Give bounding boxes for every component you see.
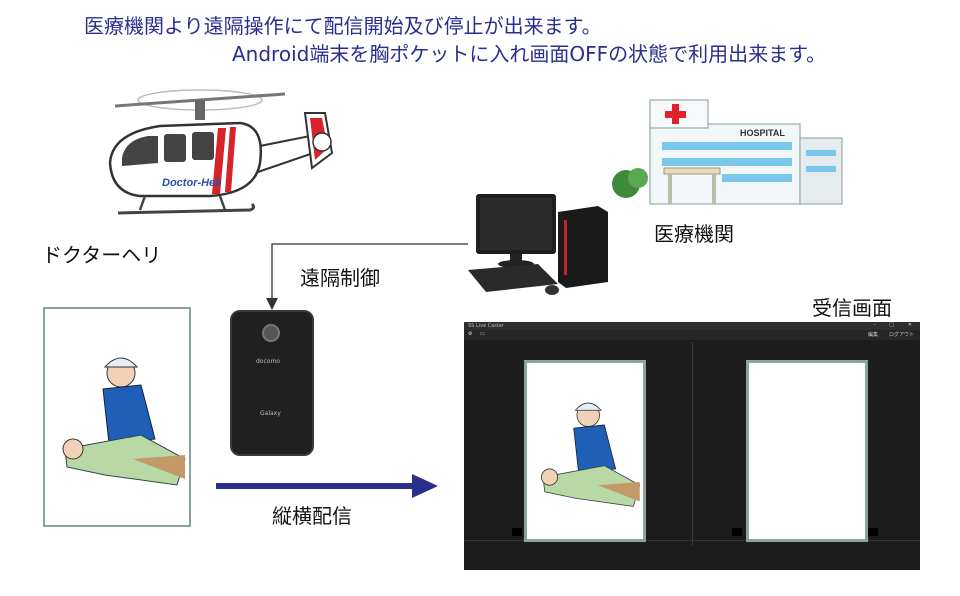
logout-menu[interactable]: ログアウト (888, 332, 914, 338)
pane-2-control-right[interactable] (868, 528, 878, 536)
stream-label: 縦横配信 (272, 504, 352, 528)
phone-model: Galaxy (260, 410, 281, 417)
doctor-cpr-illustration (62, 357, 186, 486)
bottom-divider (464, 540, 920, 541)
android-phone: docomo Galaxy (230, 310, 314, 456)
hospital-label: 医療機関 (654, 222, 734, 246)
pane-2-control-left[interactable] (732, 528, 742, 536)
video-pane-2[interactable] (746, 360, 868, 542)
camera-icon (262, 324, 280, 342)
settings-icon[interactable]: ⚙ (468, 331, 473, 337)
phone-carrier: docomo (256, 358, 280, 365)
maximize-button[interactable]: □ (889, 322, 894, 328)
hospital-sign: HOSPITAL (740, 128, 785, 138)
receiver-app-window: SS Live Caster – □ ✕ ⚙ ▭ 編集 ログアウト (464, 322, 920, 570)
window-icon[interactable]: ▭ (480, 331, 485, 337)
source-video-frame (43, 307, 191, 527)
caption-line-2: Android端末を胸ポケットに入れ画面OFFの状態で利用出来ます。 (232, 42, 827, 66)
desktop-pc-illustration (468, 194, 608, 295)
app-titlebar: SS Live Caster – □ ✕ (464, 322, 920, 330)
close-button[interactable]: ✕ (907, 322, 912, 328)
caption-line-1: 医療機関より遠隔操作にて配信開始及び停止が出来ます。 (84, 14, 602, 38)
helicopter-illustration: Doctor-Heli (108, 89, 334, 215)
helicopter-marking: Doctor-Heli (162, 177, 222, 189)
pane-divider (692, 342, 693, 546)
app-toolbar: ⚙ ▭ 編集 ログアウト (464, 330, 920, 340)
remote-control-arrow (266, 243, 468, 310)
receive-screen-label: 受信画面 (812, 296, 892, 320)
video-pane-1[interactable] (524, 360, 646, 542)
minimize-button[interactable]: – (873, 322, 877, 328)
stream-arrow (216, 474, 438, 498)
app-title: SS Live Caster (468, 323, 504, 329)
hospital-illustration: HOSPITAL (612, 99, 843, 205)
edit-menu[interactable]: 編集 (867, 332, 878, 338)
helicopter-label: ドクターヘリ (42, 243, 162, 267)
pane-1-control[interactable] (512, 528, 522, 536)
doctor-cpr-illustration (541, 402, 641, 507)
remote-control-label: 遠隔制御 (300, 266, 380, 290)
